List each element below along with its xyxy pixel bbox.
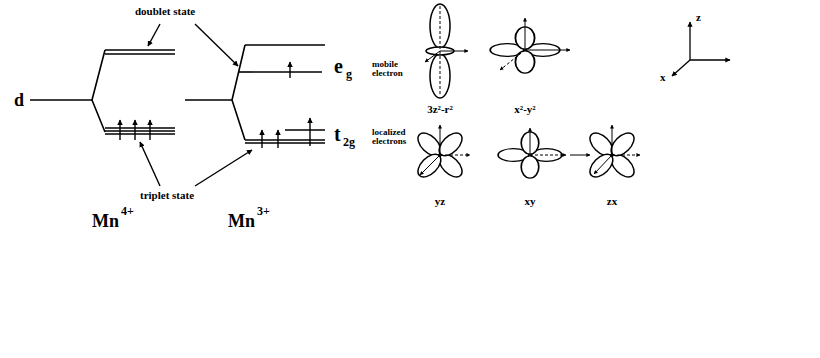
level-symbol: t [334, 124, 341, 145]
orbital-label: 3z²-r² [427, 104, 453, 116]
orbital-label: yz [435, 196, 445, 208]
state-label: doublet state [135, 6, 195, 18]
level-symbol: e [334, 56, 343, 77]
note-label: localized electrons [372, 128, 422, 147]
level-subscript: g [346, 68, 352, 81]
ion-charge: 3+ [257, 205, 270, 218]
orbital-label: zx [607, 196, 617, 208]
ion-charge: 4+ [121, 205, 134, 218]
ion-label: Mn [228, 212, 255, 231]
level-label: d [14, 91, 24, 110]
ion-label: Mn [92, 212, 119, 231]
axis-label: z [696, 12, 701, 24]
orbital-label: x²-y² [514, 104, 535, 116]
orbital-label: xy [525, 196, 536, 208]
level-subscript: 2g [343, 136, 355, 149]
axis-label: x [660, 72, 666, 84]
note-label: mobile electron [372, 60, 418, 79]
state-label: triplet state [140, 190, 194, 202]
